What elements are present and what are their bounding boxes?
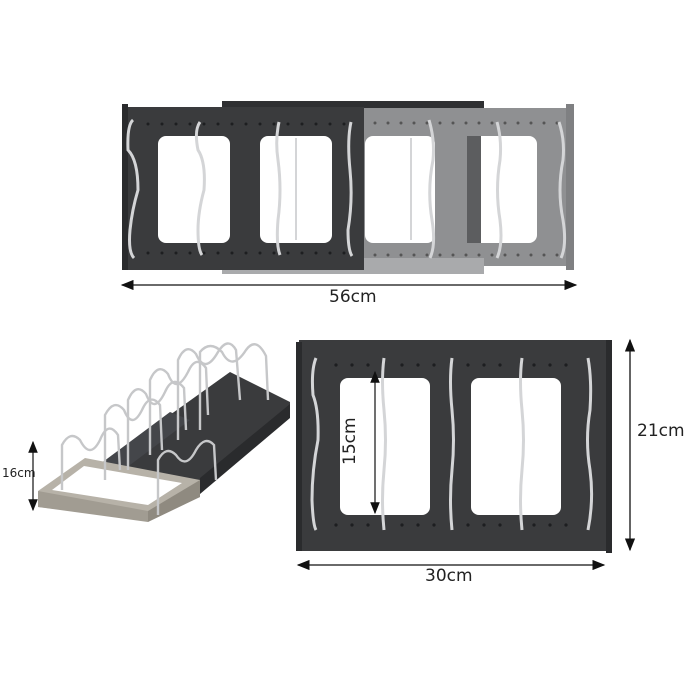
depth-label-21cm: 21cm	[637, 421, 685, 441]
extended-rack-top-view	[120, 101, 578, 291]
collapsed-rack-top-view	[296, 338, 636, 571]
height-label-16cm: 16cm	[2, 466, 36, 480]
width-label-30cm: 30cm	[425, 566, 473, 586]
width-label-56cm: 56cm	[329, 287, 377, 307]
perspective-rack-view	[28, 342, 290, 522]
inner-height-label-15cm: 15cm	[340, 417, 360, 465]
wire-dividers	[126, 118, 567, 260]
